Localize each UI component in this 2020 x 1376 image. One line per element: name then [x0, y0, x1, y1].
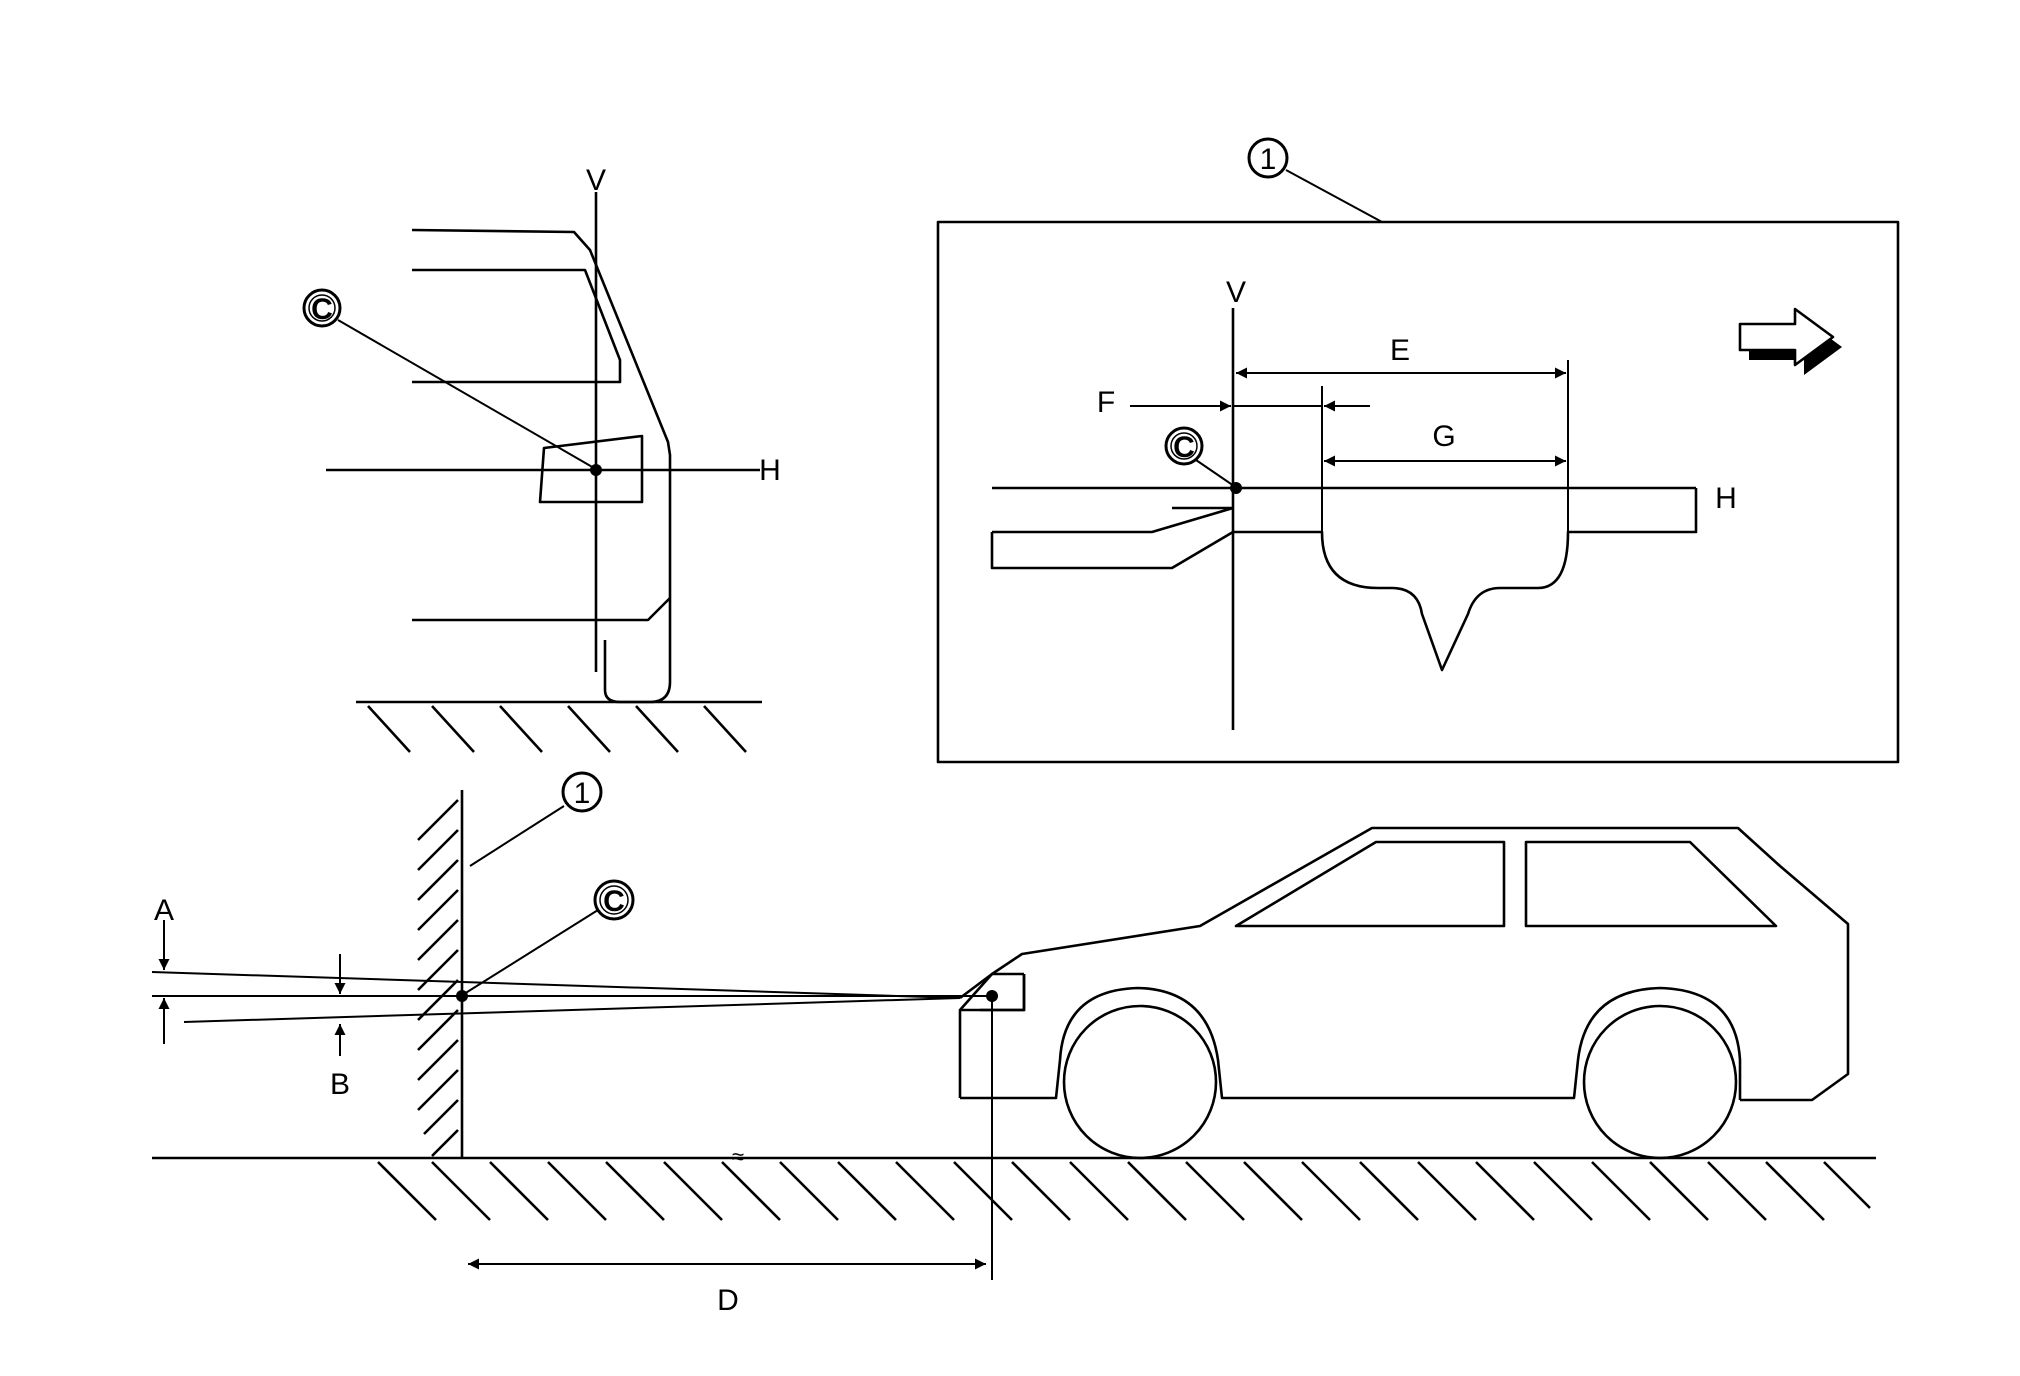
headlamp-outline [538, 434, 644, 504]
marker-c-front: C [302, 288, 342, 328]
side-ground-hatch [377, 1161, 1871, 1221]
vehicle-front-outline [411, 228, 672, 704]
front-window [1234, 840, 1506, 928]
inset-center-leader [1195, 459, 1235, 487]
headlamp-side [959, 972, 1026, 1012]
svg-text:C: C [311, 293, 333, 326]
label-v-inset: V [1226, 276, 1246, 309]
svg-text:G: G [1432, 420, 1455, 453]
hood-line [412, 268, 622, 384]
front-view: C V H [302, 164, 781, 753]
dimension-f: F [1097, 386, 1370, 532]
svg-text:C: C [1173, 431, 1195, 464]
marker-c-inset: C [1164, 426, 1204, 466]
beam-lower-line [183, 997, 961, 1023]
svg-text:A: A [154, 894, 174, 927]
dimension-d: D [468, 1000, 993, 1317]
label-h-front: H [759, 454, 781, 487]
side-view: 1 [151, 771, 1876, 1317]
svg-text:D: D [717, 1284, 739, 1317]
svg-text:1: 1 [1260, 143, 1277, 176]
svg-text:F: F [1097, 386, 1115, 419]
svg-text:E: E [1390, 334, 1410, 367]
label-h-inset: H [1715, 482, 1737, 515]
right-arrow-icon [1738, 307, 1842, 375]
headlamp-point [986, 990, 998, 1002]
rear-window [1524, 840, 1778, 928]
beam-upper-line [151, 971, 961, 999]
distance-break-mark: ≈ [732, 1144, 744, 1169]
callout-1-wall: 1 [561, 771, 603, 813]
dimension-g: G [1324, 420, 1566, 467]
bumper-line [412, 597, 671, 622]
svg-text:1: 1 [574, 777, 591, 810]
wall-callout-leader [469, 805, 565, 867]
front-wheel [1062, 1004, 1218, 1160]
screen-inset: 1 V H E F G C [936, 137, 1900, 764]
inset-frame [936, 220, 1900, 764]
callout-1-inset: 1 [1247, 137, 1289, 179]
svg-text:B: B [330, 1068, 350, 1101]
rear-wheel [1582, 1004, 1738, 1160]
svg-text:C: C [603, 885, 625, 918]
inset-callout-leader [1285, 169, 1383, 223]
dimension-e: E [1236, 334, 1569, 532]
screen-center-leader [463, 909, 599, 995]
center-leader-line [337, 319, 595, 469]
vehicle-side-outline [958, 826, 1850, 1102]
marker-c-side: C [593, 879, 635, 921]
front-ground-hatch [367, 705, 747, 753]
dimension-b: B [330, 1024, 350, 1101]
wall-hatch [417, 799, 459, 1157]
dimension-a: A [154, 894, 346, 1044]
label-v-front: V [586, 164, 606, 197]
beam-cutoff-pattern [990, 488, 1698, 672]
